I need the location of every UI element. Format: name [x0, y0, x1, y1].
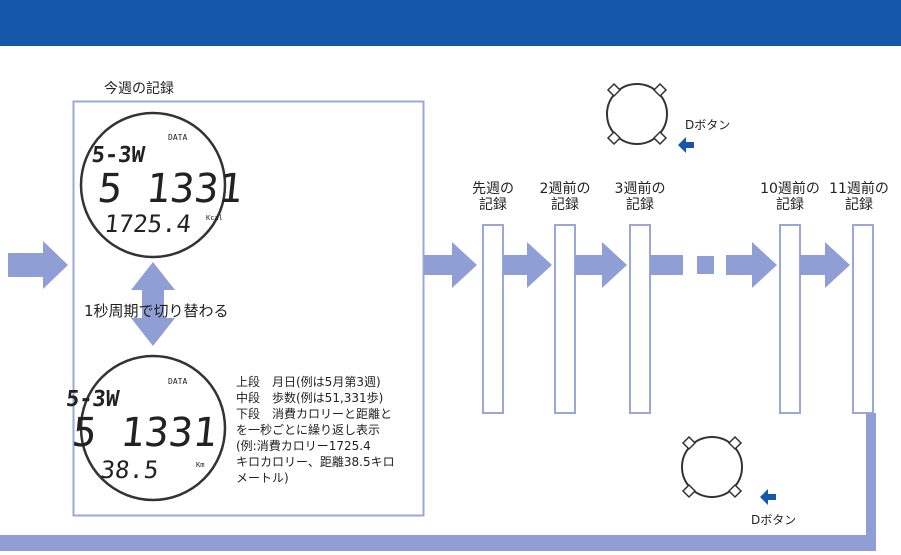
svg-text:Km: Km: [196, 461, 204, 469]
svg-text:5 1331: 5 1331: [96, 166, 245, 212]
record-label-line: 記録: [845, 197, 873, 213]
record-label-line: 11週前の: [829, 181, 889, 197]
record-label-11: 11週前の 記録: [819, 181, 899, 213]
svg-text:1725.4: 1725.4: [103, 210, 193, 238]
note-line: メートル): [236, 471, 289, 485]
d-button-label-top: Dボタン: [685, 118, 731, 132]
record-column-11: [852, 224, 874, 414]
d-button-label-bottom: Dボタン: [751, 513, 797, 527]
header-bar: [0, 0, 901, 46]
watch-button-icon-top: [606, 82, 668, 146]
ellipsis-dot: [697, 256, 714, 274]
record-label-10: 10週前の 記録: [748, 181, 832, 213]
svg-text:5 1331: 5 1331: [70, 410, 219, 456]
record-label-2: 2週前の 記録: [528, 181, 602, 213]
flow-arrow: [424, 242, 477, 288]
record-column-1: [482, 224, 504, 414]
record-label-line: 記録: [776, 197, 804, 213]
flow-arrow: [575, 242, 627, 288]
entry-arrow: [8, 241, 68, 289]
notes: 上段 月日(例は5月第3週) 中段 歩数(例は51,331歩) 下段 消費カロリ…: [236, 374, 424, 486]
svg-text:5-3W: 5-3W: [65, 387, 121, 412]
flow-arrow: [726, 242, 777, 288]
flow-arrow: [503, 242, 552, 288]
record-label-1: 先週の 記録: [458, 181, 528, 213]
current-week-title: 今週の記録: [104, 81, 174, 97]
record-column-3: [629, 224, 651, 414]
svg-text:DATA: DATA: [168, 133, 187, 142]
record-label-3: 3週前の 記録: [603, 181, 677, 213]
watch-button-icon-bottom: [681, 435, 743, 499]
return-path: [0, 413, 876, 551]
ellipsis-dash: [650, 255, 683, 275]
note-line: 下段 消費カロリーと距離と: [236, 407, 393, 421]
d-button-arrow-icon: [760, 489, 776, 505]
record-label-line: 10週前の: [760, 181, 820, 197]
record-column-2: [554, 224, 576, 414]
record-label-line: 記録: [479, 197, 507, 213]
current-week-frame: [72, 100, 425, 517]
svg-text:Kcal: Kcal: [206, 214, 223, 222]
svg-text:DATA: DATA: [168, 377, 187, 386]
record-label-line: 記録: [551, 197, 579, 213]
record-label-line: 先週の: [472, 181, 514, 197]
record-label-line: 3週前の: [614, 181, 666, 197]
svg-text:5-3W: 5-3W: [90, 143, 146, 168]
note-line: を一秒ごとに繰り返し表示: [236, 423, 381, 437]
note-line: 中段 歩数(例は51,331歩): [236, 391, 384, 405]
d-button-arrow-icon: [678, 137, 694, 153]
watch-display-weekly-calorie: DATA 5-3W 5 1331 1725.4 Kcal: [79, 111, 245, 259]
cycle-label: 1秒周期で切り替わる: [84, 302, 229, 320]
note-line: 上段 月日(例は5月第3週): [236, 375, 381, 389]
svg-text:38.5: 38.5: [99, 456, 160, 484]
record-label-line: 2週前の: [539, 181, 591, 197]
watch-display-weekly-distance: DATA 5-3W 5 1331 38.5 Km: [65, 354, 227, 502]
cycle-arrow-icon: [131, 262, 175, 346]
record-column-10: [779, 224, 801, 414]
note-line: キロカロリー、距離38.5キロ: [236, 455, 395, 469]
record-label-line: 記録: [626, 197, 654, 213]
note-line: (例:消費カロリー1725.4: [236, 439, 371, 453]
flow-arrow: [800, 242, 850, 288]
